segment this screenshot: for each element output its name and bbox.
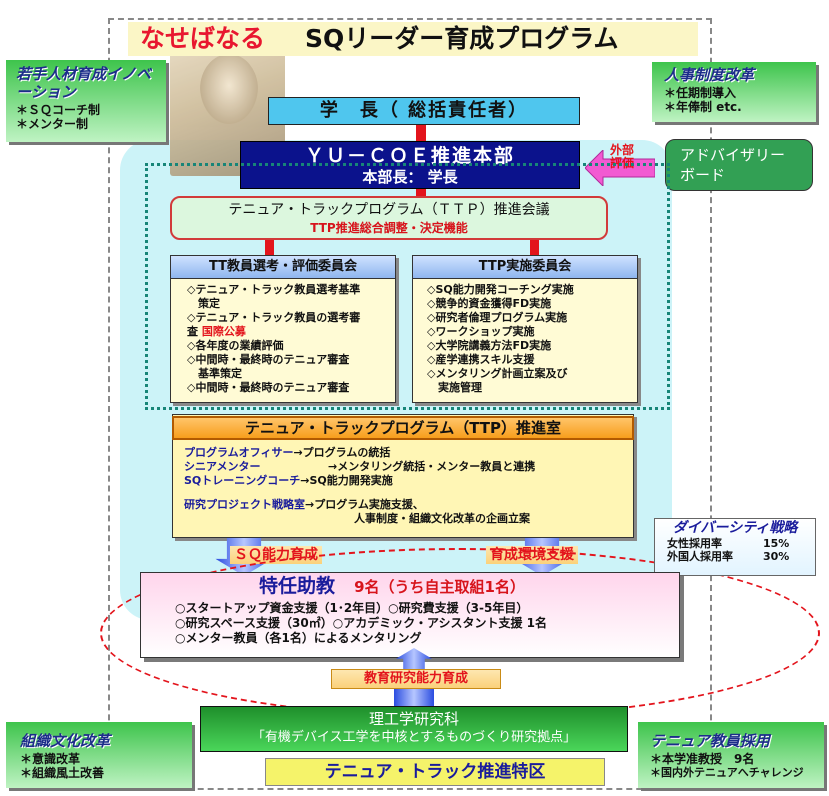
president-box: 学 長（ 総括責任者） — [268, 97, 580, 125]
portrait-image — [170, 36, 285, 176]
corner-bottom-right: テニュア教員採用 ＊本学准教授 9名 ＊国内外テニュアへチャレンジ — [638, 722, 824, 788]
committee-right-box: TTP実施委員会 ◇SQ能力開発コーチング実施 ◇競争的資金獲得FD実施 ◇研究… — [412, 255, 638, 403]
committee-line: 策定 — [187, 297, 220, 310]
outer-dashed-frame — [108, 18, 712, 790]
office-desc: 人事制度・組織文化改革の企画立案 — [354, 512, 530, 525]
connector-council-left — [265, 240, 274, 255]
committee-line: ◇メンタリング計画立案及び — [427, 367, 568, 380]
committee-line: ◇各年度の業績評価 — [187, 339, 284, 352]
office-desc: →メンタリング統括・メンター教員と連携 — [328, 460, 536, 473]
corner-line: ＊任期制導入 — [664, 86, 737, 100]
connector-president-hq — [416, 125, 426, 142]
diversity-title: ダイバーシティ戦略 — [672, 520, 798, 536]
office-desc: →プログラム実施支援、 — [305, 498, 424, 511]
committee-line: ◇大学院講義方法FD実施 — [427, 339, 552, 352]
committee-right-title: TTP実施委員会 — [413, 256, 637, 279]
connector-hq-council — [416, 189, 426, 198]
ttp-office-title: テニュア・トラックプログラム（TTP）推進室 — [172, 416, 634, 440]
ttp-office-rows: プログラムオフィサー→プログラムの統括 シニアメンター →メンタリング統括・メンタ… — [184, 446, 624, 526]
corner-line: ＊年俸制 etc. — [664, 100, 742, 114]
page-title: SQリーダー育成プログラム — [305, 24, 619, 53]
office-role: シニアメンター — [184, 460, 261, 473]
advisory-board-box: アドバイザリー ボード — [665, 139, 813, 191]
office-role: 研究プロジェクト戦略室 — [184, 498, 305, 511]
committee-line: ◇競争的資金獲得FD実施 — [427, 297, 552, 310]
external-eval-arrow-icon — [585, 150, 655, 186]
office-role: SQトレーニングコーチ — [184, 474, 301, 487]
corner-title: テニュア教員採用 — [650, 732, 770, 750]
graduate-subtitle: 「有機デバイス工学を中核とするものづくり研究拠点」 — [251, 730, 577, 745]
office-row: 研究プロジェクト戦略室→プログラム実施支援、 — [184, 498, 624, 512]
committee-line: ◇中間時・最終時のテニュア審査 — [187, 381, 350, 394]
committee-left-box: TT教員選考・評価委員会 ◇テニュア・トラック教員選考基準 策定 ◇テニュア・ト… — [170, 255, 396, 403]
corner-title: 若手人材育成イノベーション — [16, 65, 152, 101]
corner-line: ＊国内外テニュアへチャレンジ — [650, 766, 804, 779]
committee-line: ◇ワークショップ実施 — [427, 325, 535, 338]
diversity-row: 女性採用率 15% — [655, 537, 815, 550]
committee-line: ◇テニュア・トラック教員の選考審 — [187, 311, 361, 324]
ttp-council-subtitle: TTP推進総合調整・決定機能 — [310, 221, 468, 235]
special-title: 特任助教 — [259, 575, 336, 597]
up-arrow-icon — [396, 648, 432, 672]
tenure-zone-box: テニュア・トラック推進特区 — [265, 758, 605, 786]
title-slogan: なせばなる — [140, 24, 266, 53]
committee-line: ◇産学連携スキル支援 — [427, 353, 535, 366]
advisory-line-1: アドバイザリー — [680, 146, 786, 164]
committee-region-dotted — [145, 163, 670, 410]
graduate-title: 理工学研究科 — [368, 710, 459, 728]
committee-line: ◇SQ能力開発コーチング実施 — [427, 283, 574, 296]
ttp-council-box: テニュア・トラックプログラム（ＴＴＰ）推進会議 TTP推進総合調整・決定機能 — [170, 196, 608, 240]
office-row: SQトレーニングコーチ→SQ能力開発実施 — [184, 474, 624, 488]
corner-line: ＊ＳＱコーチ制 — [16, 103, 101, 117]
office-row: プログラムオフィサー→プログラムの統括 — [184, 446, 624, 460]
corner-bottom-left: 組織文化改革 ＊意識改革 ＊組織風土改善 — [6, 722, 192, 788]
committee-line: 基準策定 — [187, 367, 242, 380]
office-role: プログラムオフィサー — [184, 446, 294, 459]
title-bar — [128, 22, 698, 56]
office-desc: →SQ能力開発実施 — [300, 474, 393, 487]
corner-title: 組織文化改革 — [20, 732, 111, 750]
diversity-value: 30% — [763, 550, 790, 563]
advisory-line-2: ボード — [680, 166, 726, 184]
corner-line: ＊本学准教授 9名 — [650, 752, 755, 766]
corner-line: ＊組織風土改善 — [20, 766, 105, 780]
corner-top-right: 人事制度改革 ＊任期制導入 ＊年俸制 etc. — [652, 62, 816, 122]
diversity-label: 女性採用率 — [667, 537, 722, 550]
office-desc: →プログラムの統括 — [293, 446, 391, 459]
corner-top-left: 若手人材育成イノベーション ＊ＳＱコーチ制 ＊メンター制 — [6, 60, 166, 142]
committee-line: ◇研究者倫理プログラム実施 — [427, 311, 568, 324]
special-count: 9名（うち自主取組1名） — [354, 578, 525, 596]
corner-line: ＊メンター制 — [16, 117, 89, 131]
committee-line: ◇中間時・最終時のテニュア審査 — [187, 353, 350, 366]
diversity-value: 15% — [763, 537, 790, 550]
committee-line: ◇テニュア・トラック教員選考基準 — [187, 283, 361, 296]
corner-line: ＊意識改革 — [20, 752, 81, 766]
office-row: シニアメンター →メンタリング統括・メンター教員と連携 — [184, 460, 624, 474]
special-faculty-box: 特任助教 9名（うち自主取組1名） ○スタートアップ資金支援（1･2年目）○研究… — [140, 572, 680, 658]
special-line: ○研究スペース支援（30㎡）○アカデミック・アシスタント支援 1名 — [175, 616, 548, 630]
diversity-box: ダイバーシティ戦略 女性採用率 15% 外国人採用率 30% — [654, 518, 816, 576]
hq-subtitle: 本部長： 学長 — [362, 168, 458, 186]
corner-title: 人事制度改革 — [664, 66, 755, 84]
connector-council-right — [530, 240, 539, 255]
international-recruit-label: 国際公募 — [201, 325, 246, 338]
committee-line: 実施管理 — [427, 381, 482, 394]
special-line: ○メンター教員（各1名）によるメンタリング — [175, 631, 422, 645]
hq-title: ＹＵ－ＣＯＥ推進本部 — [304, 145, 515, 167]
diversity-row: 外国人採用率 30% — [655, 550, 815, 563]
committee-line-part: 査 — [187, 325, 198, 338]
special-line: ○スタートアップ資金支援（1･2年目）○研究費支援（3-5年目） — [175, 601, 529, 615]
graduate-school-box: 理工学研究科 「有機デバイス工学を中核とするものづくり研究拠点」 — [200, 706, 628, 752]
committee-line-wrap: 査 国際公募 — [187, 325, 395, 339]
edu-label: 教育研究能力育成 — [331, 669, 501, 689]
committee-left-title: TT教員選考・評価委員会 — [171, 256, 395, 279]
ttp-council-title: テニュア・トラックプログラム（ＴＴＰ）推進会議 — [228, 202, 550, 218]
office-row: 人事制度・組織文化改革の企画立案 — [184, 512, 624, 526]
diversity-label: 外国人採用率 — [667, 550, 733, 563]
